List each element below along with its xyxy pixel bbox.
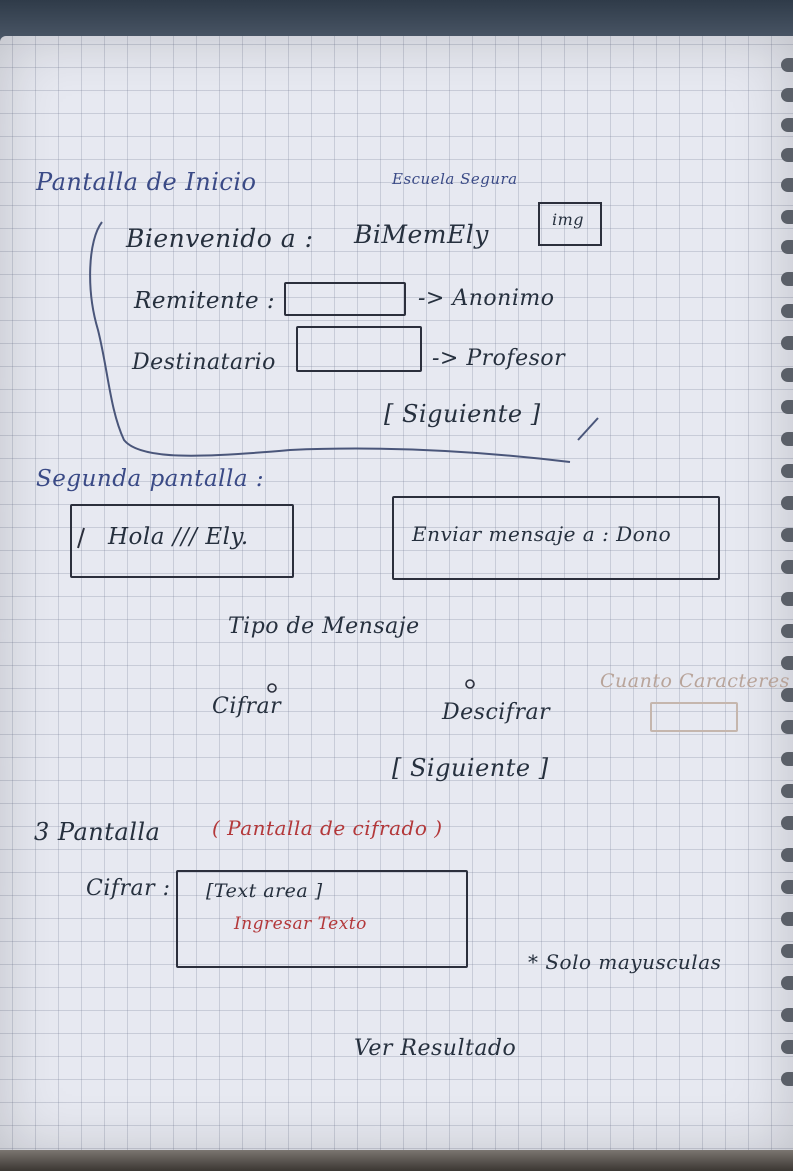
spiral-ring bbox=[781, 58, 793, 72]
sender-default-note: -> Anonimo bbox=[418, 286, 555, 311]
spiral-ring bbox=[781, 464, 793, 478]
spiral-ring bbox=[781, 528, 793, 542]
textarea-value: [Text area ] bbox=[206, 880, 323, 902]
spiral-ring bbox=[781, 148, 793, 162]
spiral-ring bbox=[781, 272, 793, 286]
option-decrypt[interactable]: Descifrar bbox=[442, 700, 551, 725]
recipient-label: Destinatario bbox=[132, 350, 276, 375]
spiral-ring bbox=[781, 816, 793, 830]
send-message-box: Enviar mensaje a : Dono bbox=[392, 496, 720, 580]
spiral-ring bbox=[781, 304, 793, 318]
spiral-ring bbox=[781, 496, 793, 510]
welcome-label: Bienvenido a : bbox=[126, 224, 314, 253]
uppercase-note: * Solo mayusculas bbox=[528, 950, 722, 974]
spiral-ring bbox=[781, 560, 793, 574]
spiral-ring bbox=[781, 784, 793, 798]
sender-label: Remitente : bbox=[134, 288, 276, 314]
section1-title: Pantalla de Inicio bbox=[36, 168, 257, 196]
image-placeholder-label: img bbox=[552, 210, 585, 229]
greeting-text: Hola /// Ely. bbox=[108, 524, 249, 550]
option-encrypt[interactable]: Cifrar bbox=[212, 694, 282, 719]
textarea-placeholder: Ingresar Texto bbox=[234, 914, 367, 934]
section3-subtitle: ( Pantalla de cifrado ) bbox=[212, 816, 443, 840]
greeting-box: Hola /// Ely. bbox=[70, 504, 294, 578]
spiral-ring bbox=[781, 656, 793, 670]
sender-input[interactable] bbox=[284, 282, 406, 316]
welcome-name: BiMemEly bbox=[354, 220, 489, 249]
view-result-button[interactable]: Ver Resultado bbox=[354, 1036, 517, 1061]
spiral-ring bbox=[781, 400, 793, 414]
desk-edge bbox=[0, 1150, 793, 1171]
spiral-ring bbox=[781, 178, 793, 192]
spiral-ring bbox=[781, 88, 793, 102]
char-count-label: Cuanto Caracteres bbox=[600, 670, 790, 692]
next-button[interactable]: [ Siguiente ] bbox=[384, 400, 541, 428]
section3-title: 3 Pantalla bbox=[34, 818, 161, 846]
spiral-ring bbox=[781, 1072, 793, 1086]
desk-background bbox=[0, 0, 793, 40]
spiral-ring bbox=[781, 118, 793, 132]
recipient-default-note: -> Profesor bbox=[432, 346, 566, 371]
notebook-page bbox=[0, 36, 793, 1154]
spiral-ring bbox=[781, 1040, 793, 1054]
school-name: Escuela Segura bbox=[392, 170, 518, 188]
spiral-ring bbox=[781, 944, 793, 958]
spiral-ring bbox=[781, 336, 793, 350]
spiral-ring bbox=[781, 1008, 793, 1022]
next-button-2[interactable]: [ Siguiente ] bbox=[392, 754, 549, 782]
spiral-ring bbox=[781, 880, 793, 894]
char-count-input[interactable] bbox=[650, 702, 738, 732]
spiral-ring bbox=[781, 976, 793, 990]
cipher-textarea[interactable]: [Text area ] Ingresar Texto bbox=[176, 870, 468, 968]
section2-title: Segunda pantalla : bbox=[36, 466, 265, 492]
spiral-ring bbox=[781, 210, 793, 224]
spiral-ring bbox=[781, 720, 793, 734]
spiral-ring bbox=[781, 688, 793, 702]
cipher-label: Cifrar : bbox=[86, 876, 171, 901]
spiral-ring bbox=[781, 624, 793, 638]
spiral-ring bbox=[781, 752, 793, 766]
send-message-text: Enviar mensaje a : Dono bbox=[412, 522, 672, 546]
spiral-ring bbox=[781, 240, 793, 254]
recipient-input[interactable] bbox=[296, 326, 422, 372]
spiral-ring bbox=[781, 848, 793, 862]
spiral-ring bbox=[781, 912, 793, 926]
spiral-ring bbox=[781, 432, 793, 446]
spiral-ring bbox=[781, 592, 793, 606]
image-placeholder: img bbox=[538, 202, 602, 246]
message-type-title: Tipo de Mensaje bbox=[228, 614, 420, 639]
spiral-ring bbox=[781, 368, 793, 382]
